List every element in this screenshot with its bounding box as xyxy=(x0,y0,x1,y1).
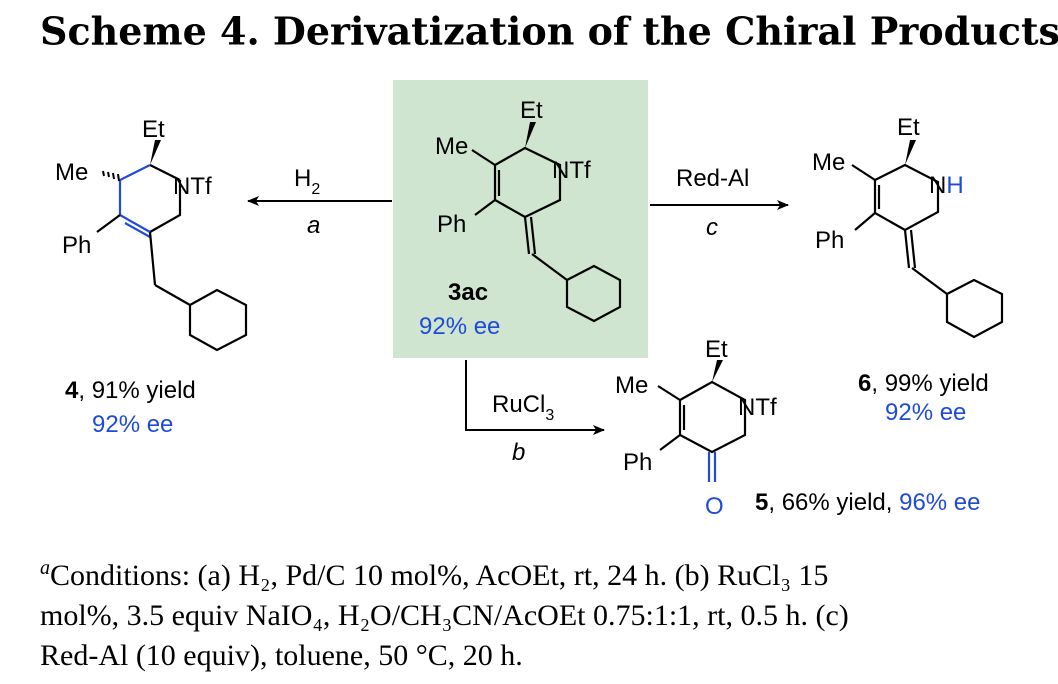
wedge-bond-5 xyxy=(712,360,723,382)
hash-bond-4 xyxy=(102,170,120,182)
product4-ee: 92% ee xyxy=(92,411,173,438)
footnote-mark: a xyxy=(40,557,50,579)
scheme-title: Scheme 4. Derivatization of the Chiral P… xyxy=(40,8,1058,54)
compound-6 xyxy=(851,163,1004,339)
product5-oxygen: O xyxy=(705,493,724,520)
center-ntf: NTf xyxy=(552,157,591,184)
product6-label: 6, 99% yield xyxy=(858,370,989,397)
footnote-line-2: mol%, 3.5 equiv NaIO₄, H₂O/CH₃CN/AcOEt 0… xyxy=(40,599,849,632)
product6-ph: Ph xyxy=(815,227,844,254)
product4-label: 4, 91% yield xyxy=(65,377,196,404)
compound-5 xyxy=(657,380,747,454)
product5-label: 5, 66% yield, 96% ee xyxy=(755,489,981,516)
carbonyl-5 xyxy=(707,452,717,482)
reaction-scheme: Et Me NTf Ph 3ac 92% ee H2 a Et Me NTf P… xyxy=(55,80,1004,520)
wedge-bond-6 xyxy=(905,140,916,165)
wedge-bond-3ac xyxy=(525,122,536,148)
center-ee: 92% ee xyxy=(419,313,500,340)
product6-et: Et xyxy=(897,114,920,141)
center-me: Me xyxy=(435,133,468,160)
arrow-b xyxy=(465,360,605,435)
arrow-b-letter: b xyxy=(512,439,525,466)
product4-et: Et xyxy=(142,116,165,143)
product4-ntf: NTf xyxy=(173,173,212,200)
product5-ph: Ph xyxy=(623,449,652,476)
center-compound-id: 3ac xyxy=(448,279,488,306)
center-ph: Ph xyxy=(437,211,466,238)
highlight-box xyxy=(393,80,648,358)
arrow-c-letter: c xyxy=(706,214,718,241)
wedge-bond-4 xyxy=(150,140,161,165)
center-et: Et xyxy=(520,97,543,124)
product6-me: Me xyxy=(812,149,845,176)
product4-me: Me xyxy=(55,159,88,186)
footnote-line-3: Red-Al (10 equiv), toluene, 50 °C, 20 h. xyxy=(40,639,523,672)
product5-et: Et xyxy=(705,336,728,363)
arrow-c-reagent: Red-Al xyxy=(676,165,749,192)
arrow-a-letter: a xyxy=(307,212,320,239)
arrow-b-reagent: RuCl3 xyxy=(492,391,554,424)
product5-ntf: NTf xyxy=(738,394,777,421)
product6-nh: NH xyxy=(929,172,964,199)
footnote-line-1: aConditions: (a) H₂, Pd/C 10 mol%, AcOEt… xyxy=(40,557,829,592)
arrow-a-reagent: H2 xyxy=(294,165,320,198)
footnote: aConditions: (a) H₂, Pd/C 10 mol%, AcOEt… xyxy=(40,548,1030,676)
product4-ph: Ph xyxy=(62,232,91,259)
product5-me: Me xyxy=(615,372,648,399)
compound-4 xyxy=(96,164,248,352)
product6-ee: 92% ee xyxy=(885,399,966,426)
